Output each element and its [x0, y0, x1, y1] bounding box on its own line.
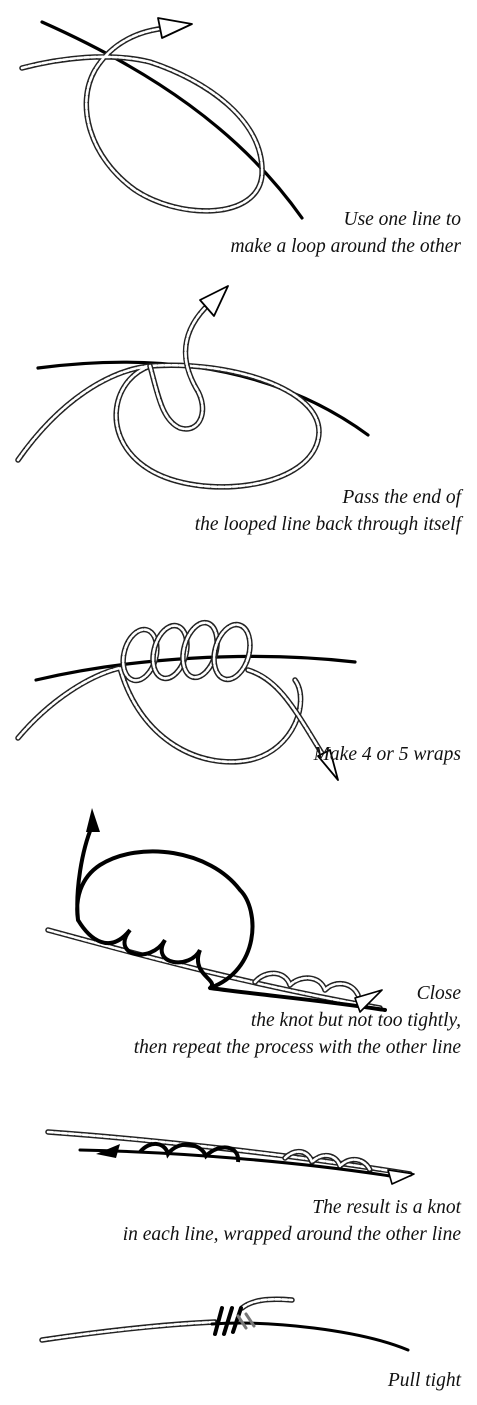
dark-line — [42, 22, 302, 218]
rope-line-2 — [18, 308, 319, 487]
step-1-caption: Use one line to make a loop around the o… — [230, 206, 461, 260]
step-6-caption: Pull tight — [388, 1367, 461, 1394]
step-4-caption: Close the knot but not too tightly, then… — [134, 980, 461, 1061]
step-5: The result is a knot in each line, wrapp… — [0, 1070, 477, 1260]
step-3: Make 4 or 5 wraps — [0, 560, 477, 790]
step-5-caption: The result is a knot in each line, wrapp… — [123, 1194, 461, 1248]
rope-line-1 — [22, 28, 262, 211]
rope-core — [22, 28, 262, 211]
rope-line-6 — [42, 1299, 292, 1340]
step-1: Use one line to make a loop around the o… — [0, 0, 477, 270]
step-2-caption: Pass the end of the looped line back thr… — [195, 484, 461, 538]
step-4: Close the knot but not too tightly, then… — [0, 790, 477, 1070]
step-6-illustration — [0, 1260, 477, 1370]
step-2: Pass the end of the looped line back thr… — [0, 270, 477, 560]
arrow-head-icon — [86, 808, 100, 832]
arrow-head-icon — [158, 18, 192, 38]
dark-knot — [96, 1144, 238, 1162]
rope-core — [18, 668, 301, 762]
step-2-illustration — [0, 270, 477, 510]
rope-core — [242, 1299, 292, 1308]
step-3-caption: Make 4 or 5 wraps — [314, 741, 461, 768]
rope-core — [18, 365, 319, 487]
rope-line-3 — [18, 619, 326, 762]
step-3-illustration — [0, 560, 477, 760]
knot-icon — [215, 1308, 254, 1334]
step-6: Pull tight — [0, 1260, 477, 1405]
step-1-illustration — [0, 0, 477, 230]
dark-line — [212, 1323, 408, 1350]
